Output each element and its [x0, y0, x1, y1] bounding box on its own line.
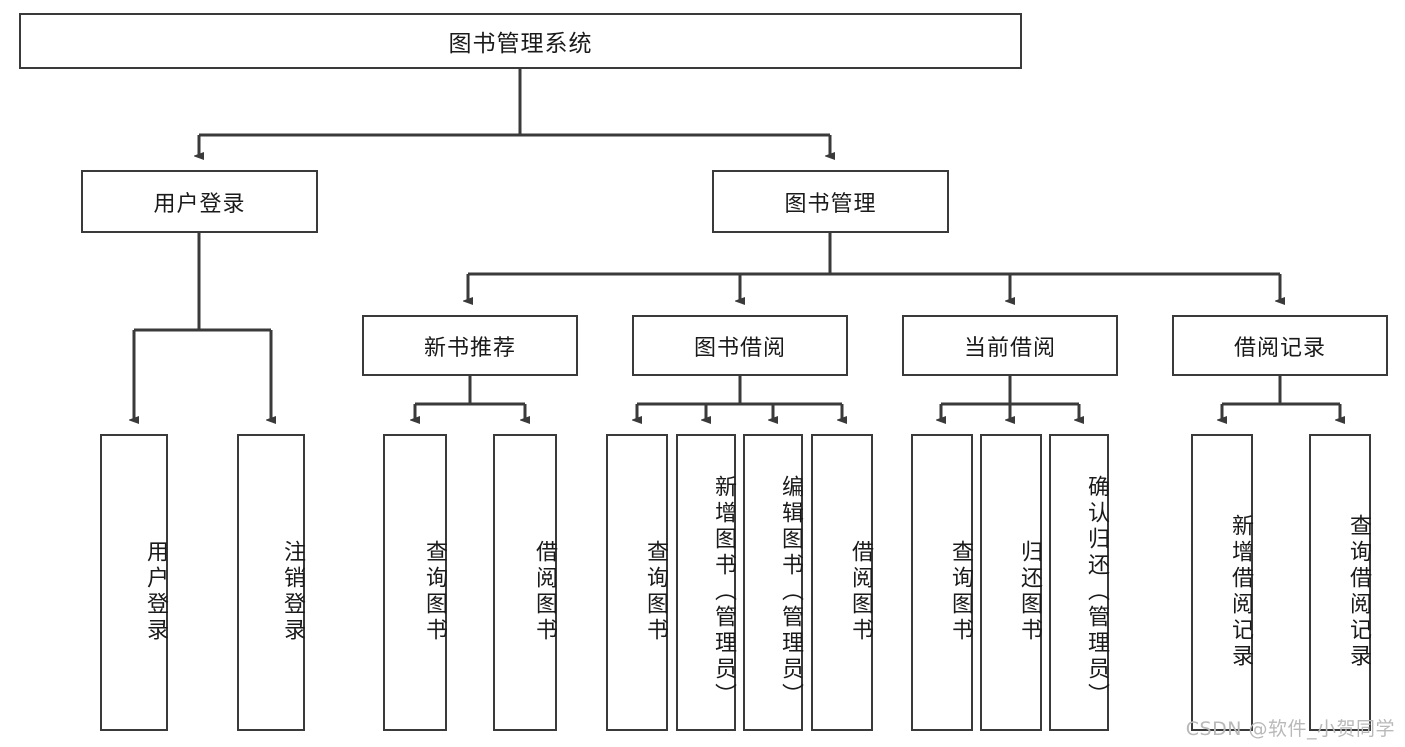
node-book-borrow[interactable]: 图书借阅 — [632, 315, 848, 376]
leaf-edit-book[interactable]: 编辑图书（管理员） — [743, 434, 803, 731]
node-label: 用户登录 — [143, 539, 168, 644]
node-label: 用户登录 — [153, 191, 246, 217]
node-label: 查询图书 — [643, 539, 668, 644]
node-label: 注销登录 — [280, 539, 305, 644]
node-label: 编辑图书（管理员） — [778, 474, 803, 709]
node-root-system[interactable]: 图书管理系统 — [19, 13, 1022, 69]
leaf-borrow-book-borrow[interactable]: 借阅图书 — [811, 434, 873, 731]
node-label: 查询图书 — [422, 539, 447, 644]
node-label: 确认归还（管理员） — [1084, 474, 1109, 709]
leaf-query-book-current[interactable]: 查询图书 — [911, 434, 973, 731]
node-label: 借阅记录 — [1233, 335, 1326, 361]
node-user-login[interactable]: 用户登录 — [81, 170, 318, 233]
node-label: 借阅图书 — [848, 539, 873, 644]
node-borrow-record[interactable]: 借阅记录 — [1172, 315, 1388, 376]
leaf-add-borrow-record[interactable]: 新增借阅记录 — [1191, 434, 1253, 731]
leaf-query-borrow-record[interactable]: 查询借阅记录 — [1309, 434, 1371, 731]
node-label: 借阅图书 — [532, 539, 557, 644]
leaf-logout-login[interactable]: 注销登录 — [237, 434, 305, 731]
node-label: 查询图书 — [948, 539, 973, 644]
leaf-query-book-recommend[interactable]: 查询图书 — [383, 434, 447, 731]
node-label: 图书借阅 — [693, 335, 786, 361]
leaf-query-book-borrow[interactable]: 查询图书 — [606, 434, 668, 731]
node-label: 当前借阅 — [963, 335, 1056, 361]
node-current-borrow[interactable]: 当前借阅 — [902, 315, 1118, 376]
node-label: 图书管理 — [784, 191, 877, 217]
leaf-add-book[interactable]: 新增图书（管理员） — [676, 434, 736, 731]
leaf-confirm-return[interactable]: 确认归还（管理员） — [1049, 434, 1109, 731]
leaf-user-login[interactable]: 用户登录 — [100, 434, 168, 731]
node-label: 新增图书（管理员） — [711, 474, 736, 709]
leaf-borrow-book-recommend[interactable]: 借阅图书 — [493, 434, 557, 731]
node-new-book-recommend[interactable]: 新书推荐 — [362, 315, 578, 376]
node-label: 归还图书 — [1017, 539, 1042, 644]
leaf-return-book[interactable]: 归还图书 — [980, 434, 1042, 731]
node-label: 查询借阅记录 — [1346, 513, 1371, 670]
node-book-management[interactable]: 图书管理 — [712, 170, 949, 233]
node-label: 新书推荐 — [423, 335, 516, 361]
node-label: 新增借阅记录 — [1228, 513, 1253, 670]
node-label: 图书管理系统 — [448, 31, 593, 57]
